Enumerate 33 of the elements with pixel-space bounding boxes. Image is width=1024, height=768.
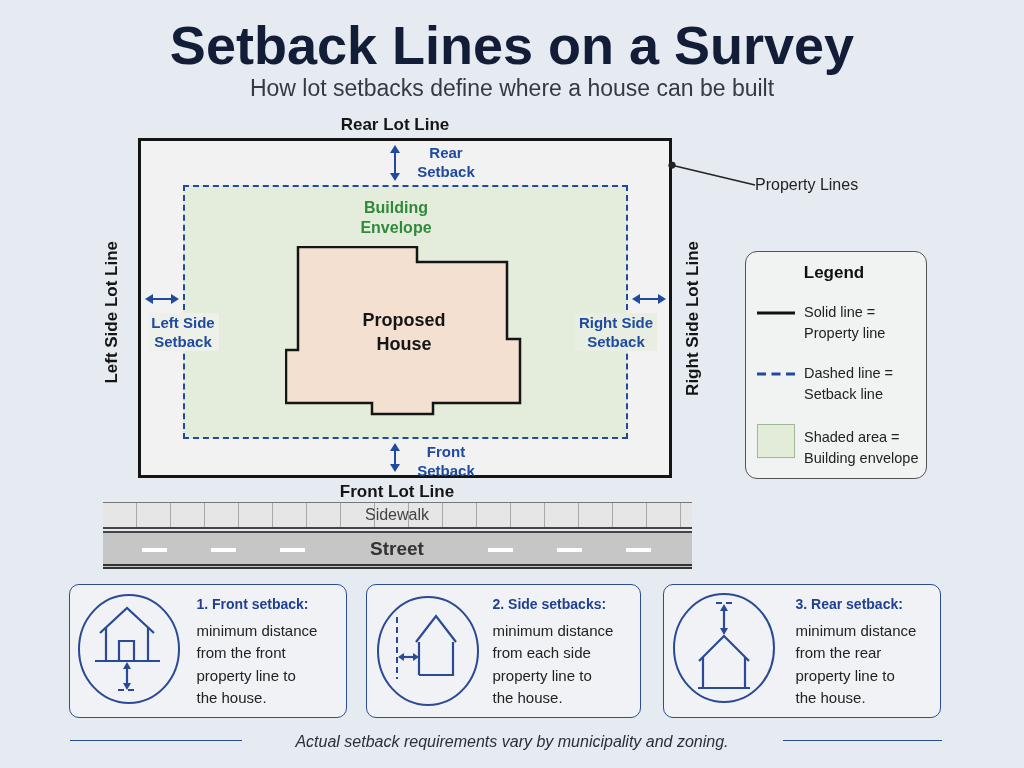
legend-text: Dashed line = Setback line xyxy=(804,364,895,404)
envelope-label: Building Envelope xyxy=(359,198,433,238)
sidewalk-band xyxy=(103,502,692,529)
house-label: Proposed House xyxy=(361,309,447,356)
house-footprint xyxy=(285,246,522,416)
legend-text: Shaded area = Building envelope xyxy=(804,428,920,468)
lot-boundary xyxy=(138,138,672,478)
street-band xyxy=(103,531,692,569)
dimension-label: Left Side Setback xyxy=(147,313,219,351)
subtitle: How lot setbacks define where a house can be built xyxy=(249,74,775,102)
lot-line-label: Rear Lot Line xyxy=(340,115,450,135)
card-text: minimum distance from each side property line to the house. xyxy=(492,620,615,708)
card-text: minimum distance from the front property line to the house. xyxy=(196,620,319,708)
card-heading: 1. Front setback: xyxy=(196,595,309,612)
street-label: Street xyxy=(370,538,424,560)
card-heading: 3. Rear setback: xyxy=(795,595,903,612)
sidewalk-label: Sidewalk xyxy=(365,506,429,524)
lot-line-label: Right Side Lot Line xyxy=(683,240,703,396)
dimension-label: Rear Setback xyxy=(416,143,476,181)
dimension-label: Front Setback xyxy=(416,442,476,480)
info-card xyxy=(663,584,941,718)
footnote: Actual setback requirements vary by municipality and zoning. xyxy=(295,733,729,751)
info-card xyxy=(366,584,641,718)
callout-text: Property Lines xyxy=(755,176,859,194)
dimension-label: Right Side Setback xyxy=(575,313,657,351)
legend-title: Legend xyxy=(803,263,865,283)
leader-line xyxy=(668,161,756,186)
info-card xyxy=(69,584,347,718)
legend-text: Solid line = Property line xyxy=(804,303,887,343)
lot-line-label: Left Side Lot Line xyxy=(102,240,122,384)
lot-line-label: Front Lot Line xyxy=(339,482,455,502)
card-heading: 2. Side setbacks: xyxy=(492,595,607,612)
card-text: minimum distance from the rear property line to the house. xyxy=(795,620,918,708)
